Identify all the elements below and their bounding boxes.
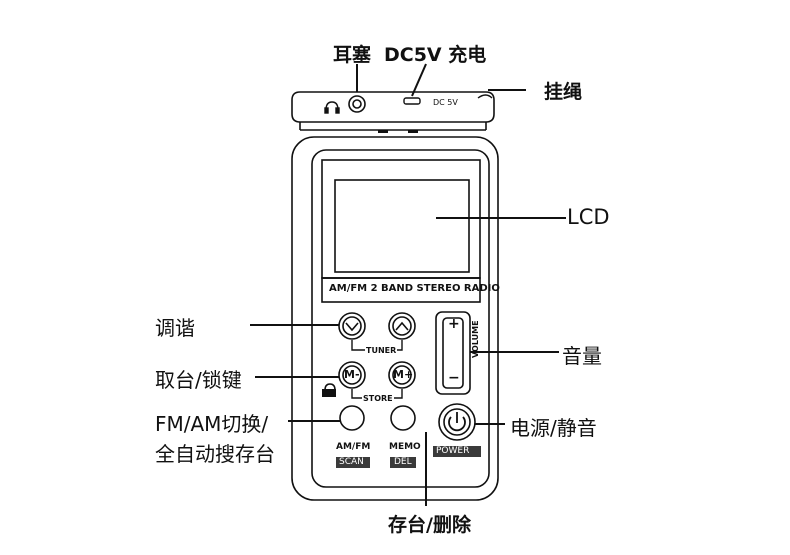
- m-minus-text: M-: [344, 368, 360, 381]
- label-badges: [336, 446, 481, 468]
- top-port-label: DC 5V: [433, 98, 458, 107]
- store-text: STORE: [362, 394, 394, 403]
- lcd-label: LCD: [567, 205, 610, 229]
- headphone-icon: [324, 101, 340, 114]
- dc5v-label: DC5V 充电: [384, 44, 487, 66]
- lanyard-label: 挂绳: [544, 81, 583, 103]
- up-arrow-icon: [395, 321, 409, 331]
- recall-lock-label: 取台/锁键: [155, 368, 242, 392]
- device-body: [291, 136, 499, 501]
- volume-minus: −: [448, 370, 460, 386]
- am-fm-text: AM/FM: [336, 442, 371, 452]
- earphone-label: 耳塞: [333, 44, 372, 66]
- memo-text: MEMO: [389, 442, 421, 452]
- tuner-up-button: [388, 312, 416, 340]
- power-icon: [448, 412, 466, 432]
- tuner-down-button: [338, 312, 366, 340]
- top-buttons: [378, 130, 418, 133]
- leader-lines: [250, 63, 566, 506]
- lanyard-hole: [477, 94, 493, 99]
- del-text: DEL: [394, 457, 412, 467]
- power-mute-label: 电源/静音: [510, 416, 597, 440]
- m-minus-button: [338, 361, 366, 389]
- down-arrow-icon: [345, 322, 359, 332]
- fm-am-label-line1: FM/AM切换/: [155, 412, 269, 436]
- scan-text: SCAN: [339, 457, 364, 467]
- m-plus-text: M+: [393, 368, 414, 381]
- am-fm-button: [339, 405, 365, 431]
- memo-button: [390, 405, 416, 431]
- fm-am-label-line2: 全自动搜存台: [155, 442, 275, 466]
- store-delete-label: 存台/删除: [388, 514, 471, 536]
- volume-text: VOLUME: [471, 320, 480, 358]
- tuner-text: TUNER: [365, 346, 398, 355]
- m-plus-button: [388, 361, 416, 389]
- tune-label: 调谐: [155, 316, 195, 340]
- usb-port-icon: [403, 97, 421, 105]
- top-view: [291, 91, 495, 131]
- headphone-jack: [348, 95, 366, 113]
- lcd-frame: [321, 159, 481, 303]
- volume-label: 音量: [562, 344, 602, 368]
- power-text: POWER: [436, 446, 470, 456]
- power-button: [438, 403, 476, 441]
- volume-plus: +: [448, 316, 460, 332]
- lock-icon: [322, 383, 336, 397]
- band-text: AM/FM 2 BAND STEREO RADIO: [329, 283, 500, 294]
